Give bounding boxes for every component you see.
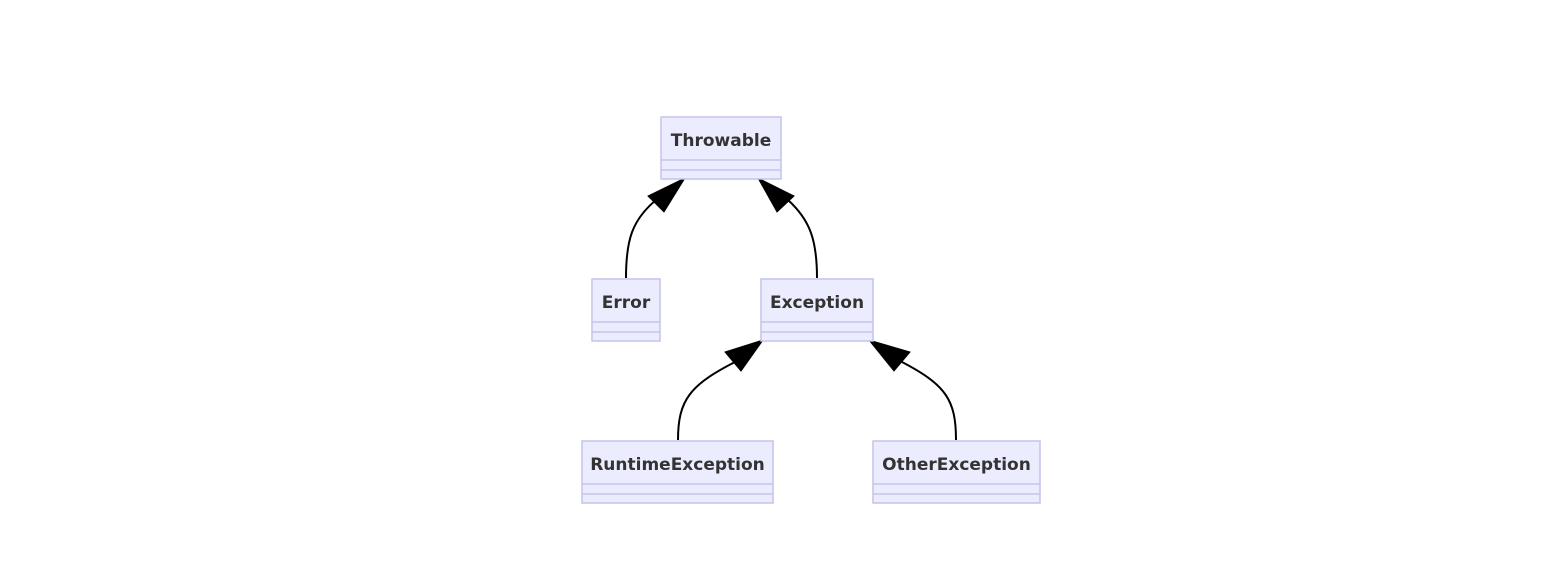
- class-node-otherexception[interactable]: OtherException: [872, 440, 1041, 504]
- class-node-error[interactable]: Error: [591, 278, 661, 342]
- class-name-runtimeexception: RuntimeException: [590, 455, 765, 475]
- class-node-runtimeexception[interactable]: RuntimeException: [581, 440, 774, 504]
- class-name-throwable: Throwable: [671, 131, 771, 151]
- edge-exception-to-throwable: [756, 176, 818, 279]
- edge-error-to-throwable: [625, 176, 687, 279]
- class-name-exception: Exception: [770, 293, 864, 313]
- edge-otherexception-to-exception: [867, 339, 957, 441]
- class-node-exception[interactable]: Exception: [760, 278, 874, 342]
- class-name-otherexception: OtherException: [882, 455, 1031, 475]
- class-name-error: Error: [602, 293, 651, 313]
- class-node-throwable[interactable]: Throwable: [660, 116, 782, 180]
- edge-runtimeexception-to-exception: [677, 339, 765, 441]
